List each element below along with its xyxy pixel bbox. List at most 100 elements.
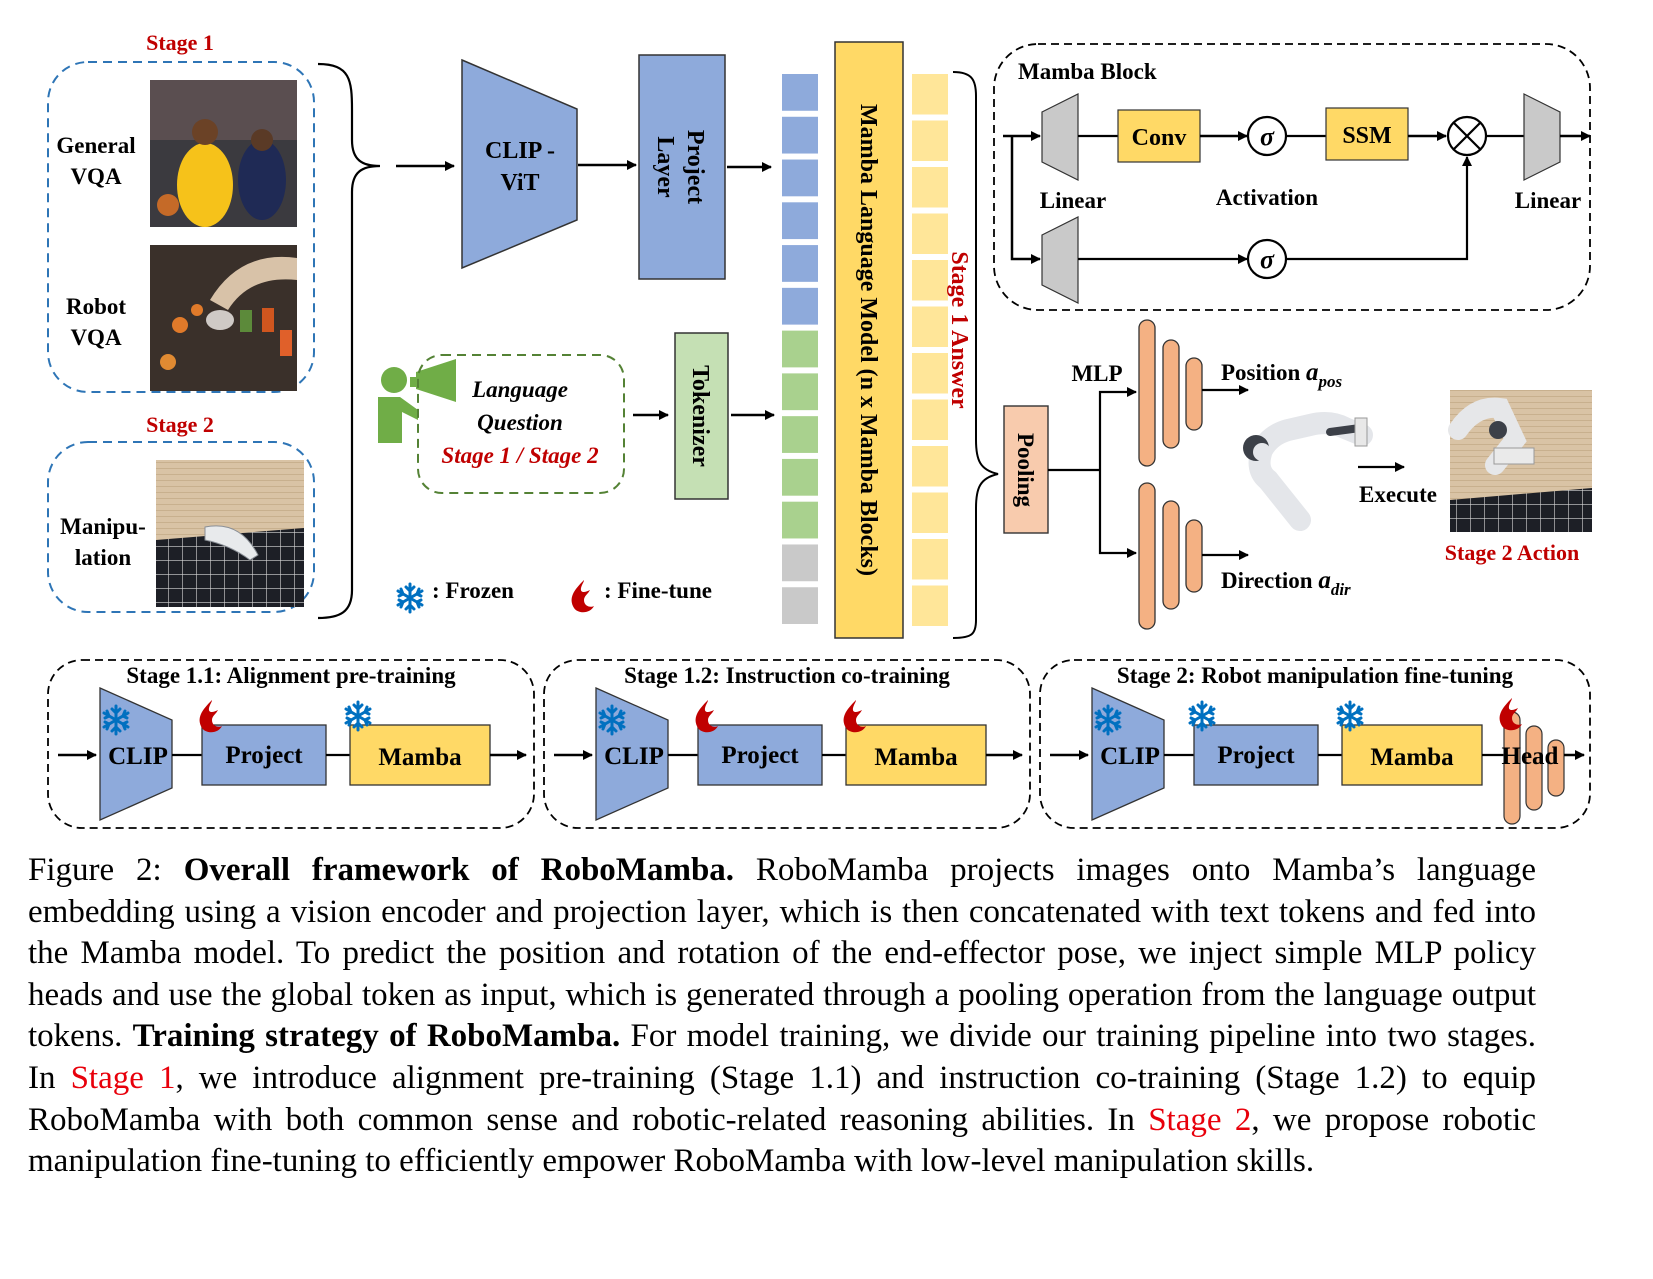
snowflake-frozen-icon [1336, 700, 1364, 732]
head-layer [1547, 739, 1565, 797]
answer-token [912, 353, 948, 394]
activation-label: Activation [1216, 185, 1318, 210]
answer-token [912, 399, 948, 440]
visual-token [782, 287, 818, 325]
conv-label: Conv [1132, 125, 1187, 151]
project-layer-block [638, 54, 726, 280]
fire-finetune-icon [843, 700, 866, 733]
head-layer [1525, 725, 1543, 811]
mamba-block [349, 724, 491, 786]
mamba-block-box [993, 43, 1591, 311]
visual-token [782, 245, 818, 282]
pad-token [782, 587, 818, 624]
text-token [782, 416, 818, 453]
robot-vqa-label-line1: Robot [66, 294, 126, 319]
robot-execution-photo [1448, 390, 1592, 532]
sigma-top-label: σ [1260, 122, 1275, 151]
project-label: Project [1217, 742, 1295, 769]
snowflake-frozen-icon [344, 700, 372, 732]
project-block [697, 724, 823, 786]
fire-finetune-icon [1499, 698, 1522, 731]
caption-link-stage2[interactable]: Stage 2 [1148, 1101, 1252, 1138]
question-stages: Stage 1 / Stage 2 [441, 443, 598, 468]
multiply-node [1446, 115, 1488, 157]
text-token [782, 330, 818, 368]
caption-text-3: , we introduce alignment pre-training (S… [28, 1059, 1536, 1138]
stage-box [1039, 659, 1591, 829]
stage-box [543, 659, 1031, 829]
legend-finetune: : Fine-tune [604, 578, 712, 603]
linear-left-label: Linear [1040, 188, 1106, 213]
stage-box [47, 659, 535, 829]
clip-label: CLIP [1100, 743, 1160, 770]
mamba-lm-label: Mamba Language Model (n x Mamba Blocks) [855, 104, 881, 576]
caption-text-4: , we propose robotic manipulation fine-t… [28, 1101, 1536, 1180]
mamba-label: Mamba [378, 744, 462, 771]
answer-token [912, 120, 948, 161]
answer-token [912, 74, 948, 115]
stage-title: Stage 1.1: Alignment pre-training [126, 663, 456, 688]
manipulation-label-line1: Manipu- [60, 514, 146, 539]
text-token [782, 458, 818, 496]
caption-text-1: RoboMamba projects images onto Mamba’s l… [28, 852, 1536, 1055]
mlp-head-position [1138, 319, 1203, 467]
execute-label: Execute [1359, 482, 1437, 507]
linear-top-block [1041, 93, 1079, 181]
answer-token [912, 492, 948, 533]
mlp-arrow-bottom [1098, 470, 1137, 558]
general-vqa-label-line2: VQA [70, 164, 122, 189]
text-token [782, 373, 818, 411]
caption-link-stage1[interactable]: Stage 1 [70, 1059, 176, 1096]
mamba-block-title: Mamba Block [1018, 59, 1157, 84]
ssm-block [1325, 107, 1409, 161]
visual-token [782, 116, 818, 154]
tokenizer-block [674, 332, 729, 500]
figure-caption: Figure 2:Overall framework of RoboMamba.… [28, 850, 1536, 1183]
output-brace [952, 71, 999, 639]
linear-right-label: Linear [1515, 188, 1581, 213]
gate-arrow [1286, 156, 1472, 261]
language-question-box [417, 354, 625, 494]
manipulation-label-line2: lation [75, 545, 131, 570]
fire-finetune-icon [199, 700, 222, 733]
answer-token [912, 585, 948, 626]
question-line1: Language [471, 377, 568, 402]
output-token-column [912, 74, 948, 626]
caption-label: Figure 2: [28, 852, 162, 888]
stapler-photo [156, 460, 304, 607]
mlp-label: MLP [1071, 361, 1122, 386]
question-line2: Question [477, 410, 563, 435]
answer-token [912, 539, 948, 580]
mamba-language-model-block [834, 41, 904, 639]
framework-diagram: Stage 1 General VQA Robot VQA Stage 2 Ma… [47, 30, 1592, 829]
stage2-action-label: Stage 2 Action [1445, 540, 1579, 565]
basketball-photo [150, 80, 297, 227]
project-layer-label-line2: Layer [652, 136, 678, 198]
snowflake-frozen-icon [396, 582, 424, 614]
project-label: Project [225, 742, 303, 769]
mamba-label: Mamba [874, 744, 958, 771]
mamba-label: Mamba [1370, 744, 1454, 771]
answer-token [912, 260, 948, 301]
input-brace [317, 62, 381, 620]
stage-title: Stage 1.2: Instruction co-training [624, 663, 950, 688]
tokenizer-label: Tokenizer [687, 365, 713, 467]
stage1-label: Stage 1 [146, 30, 214, 55]
fire-finetune-icon [571, 580, 594, 613]
clip-vit-block [461, 58, 578, 270]
robot-vqa-label-line2: VQA [70, 325, 122, 350]
person-megaphone-icon [378, 359, 456, 443]
robot-tabletop-photo [150, 245, 297, 391]
clip-vit-label-line1: CLIP - [485, 138, 555, 164]
clip-label: CLIP [604, 743, 664, 770]
project-block [1193, 724, 1319, 786]
general-vqa-label-line1: General [56, 133, 135, 158]
visual-token [782, 159, 818, 197]
arrow-to-linear-bottom [1010, 136, 1041, 264]
caption-title-training: Training strategy of RoboMamba. [132, 1018, 621, 1055]
stage1-input-box [47, 61, 315, 393]
answer-token [912, 446, 948, 487]
pooling-label: Pooling [1013, 433, 1038, 508]
ssm-label: SSM [1342, 123, 1391, 149]
